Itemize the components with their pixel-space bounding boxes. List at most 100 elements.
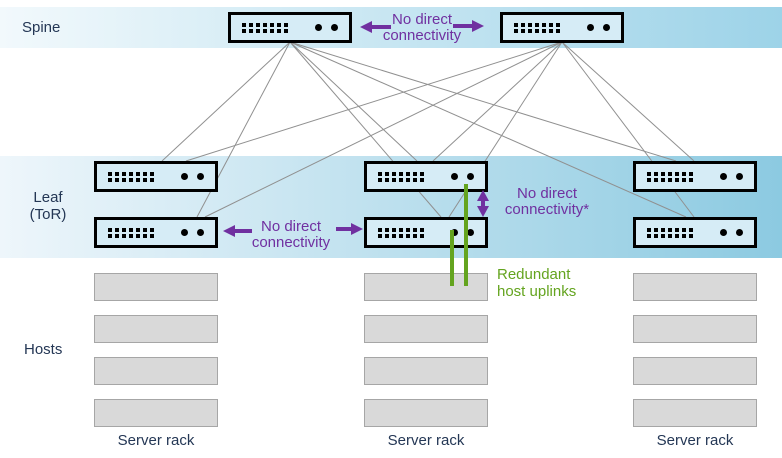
port-icon (675, 233, 679, 238)
port-icon (399, 233, 403, 238)
port-icon (399, 171, 403, 176)
port-icon (270, 28, 274, 33)
port-icon (689, 233, 693, 238)
port-icon (108, 227, 112, 232)
port-icon (399, 177, 403, 182)
port-icon (150, 233, 154, 238)
port-icon (420, 171, 424, 176)
port-icon (406, 171, 410, 176)
port-icon (150, 227, 154, 232)
port-icon (654, 227, 658, 232)
port-grid (378, 171, 424, 182)
server-rack-column (364, 273, 488, 441)
port-icon (392, 171, 396, 176)
port-icon (654, 233, 658, 238)
indicator-dots (587, 24, 610, 31)
host-rect (633, 273, 757, 301)
port-icon (270, 22, 274, 27)
port-grid (647, 171, 693, 182)
port-icon (675, 227, 679, 232)
dot-icon (720, 229, 727, 236)
port-icon (521, 28, 525, 33)
port-icon (129, 177, 133, 182)
indicator-dots (451, 173, 474, 180)
port-icon (535, 28, 539, 33)
port-grid (647, 227, 693, 238)
port-icon (143, 227, 147, 232)
port-icon (675, 171, 679, 176)
host-rect (94, 315, 218, 343)
port-icon (406, 177, 410, 182)
dot-icon (181, 229, 188, 236)
port-icon (122, 227, 126, 232)
leaf-switch-right-top (633, 161, 757, 192)
leaf-switch-middle-top (364, 161, 488, 192)
port-icon (406, 233, 410, 238)
host-rect (633, 315, 757, 343)
port-icon (385, 233, 389, 238)
server-rack-label-right: Server rack (656, 432, 734, 449)
dot-icon (315, 24, 322, 31)
dot-icon (736, 173, 743, 180)
dot-icon (451, 173, 458, 180)
hosts-layer-label: Hosts (24, 341, 63, 358)
port-grid (378, 227, 424, 238)
leaf-layer-label: Leaf (ToR) (8, 189, 88, 223)
port-grid (108, 227, 154, 238)
redundant-uplinks-line1: Redundant (497, 266, 571, 283)
host-rect (364, 357, 488, 385)
port-icon (399, 227, 403, 232)
port-icon (689, 227, 693, 232)
port-icon (129, 233, 133, 238)
port-icon (122, 177, 126, 182)
port-icon (392, 233, 396, 238)
leaf-switch-left-top (94, 161, 218, 192)
dot-icon (197, 229, 204, 236)
port-icon (284, 28, 288, 33)
port-icon (668, 233, 672, 238)
port-icon (242, 28, 246, 33)
host-rect (94, 357, 218, 385)
indicator-dots (181, 173, 204, 180)
leaf-no-connectivity-star-line2: connectivity* (504, 201, 590, 218)
indicator-dots (720, 173, 743, 180)
port-icon (256, 22, 260, 27)
port-icon (108, 233, 112, 238)
port-icon (654, 171, 658, 176)
port-icon (668, 227, 672, 232)
port-icon (668, 171, 672, 176)
port-icon (528, 22, 532, 27)
spine-switch-2 (500, 12, 624, 43)
leaf-no-connectivity-star-text: No direct connectivity* (499, 186, 595, 218)
port-icon (242, 22, 246, 27)
leaf-switch-right-bottom (633, 217, 757, 248)
port-icon (542, 22, 546, 27)
dot-icon (587, 24, 594, 31)
port-icon (413, 171, 417, 176)
port-icon (413, 227, 417, 232)
port-icon (528, 28, 532, 33)
redundant-uplinks-text: Redundant host uplinks (497, 266, 607, 300)
spine-no-connectivity-line2: connectivity (382, 27, 462, 44)
port-icon (263, 22, 267, 27)
port-icon (256, 28, 260, 33)
port-grid (242, 22, 288, 33)
port-icon (129, 171, 133, 176)
port-icon (115, 177, 119, 182)
server-rack-label-left: Server rack (117, 432, 195, 449)
indicator-dots (315, 24, 338, 31)
port-icon (514, 22, 518, 27)
leaf-switch-left-bottom (94, 217, 218, 248)
port-icon (682, 233, 686, 238)
port-icon (420, 177, 424, 182)
indicator-dots (451, 229, 474, 236)
redundant-uplinks-line2: host uplinks (497, 283, 577, 300)
port-icon (277, 28, 281, 33)
port-icon (115, 171, 119, 176)
port-icon (136, 227, 140, 232)
port-icon (406, 227, 410, 232)
host-rect (633, 357, 757, 385)
spine-no-connectivity-text: No direct connectivity (372, 12, 472, 44)
port-icon (136, 233, 140, 238)
port-icon (413, 233, 417, 238)
